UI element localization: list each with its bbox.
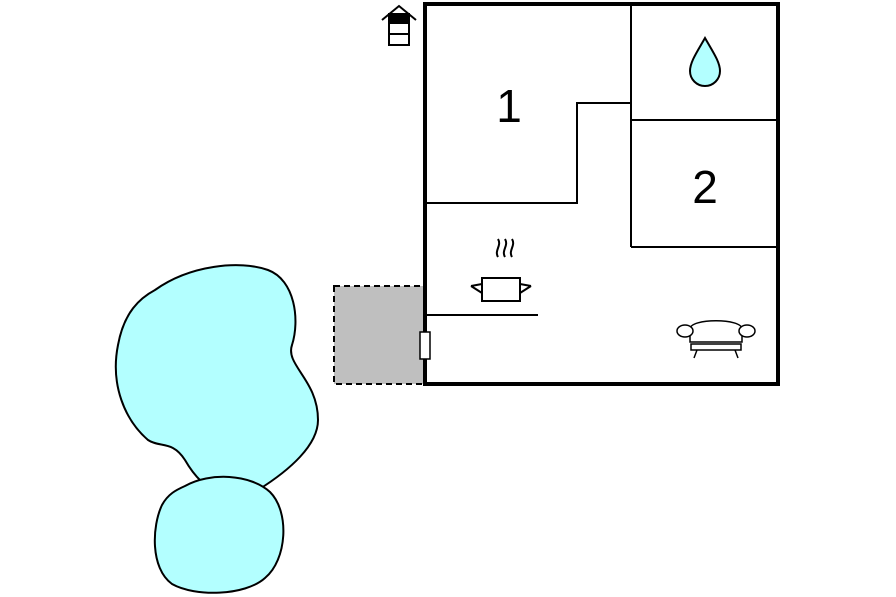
room-1-label: 1 [496,80,522,132]
pond-group [114,264,320,594]
house-walls [423,2,780,386]
sofa-icon [676,320,756,359]
wall-room-1 [425,102,631,204]
entrance-door [419,331,431,360]
pond-small [153,475,285,594]
cooking-pot-icon [470,238,532,302]
pond-large [114,264,320,498]
room-2-label: 2 [692,161,718,213]
water-drop-icon [688,35,722,87]
house-outer-wall [423,2,780,386]
entrance-icon [381,4,417,46]
terrace [333,285,425,385]
